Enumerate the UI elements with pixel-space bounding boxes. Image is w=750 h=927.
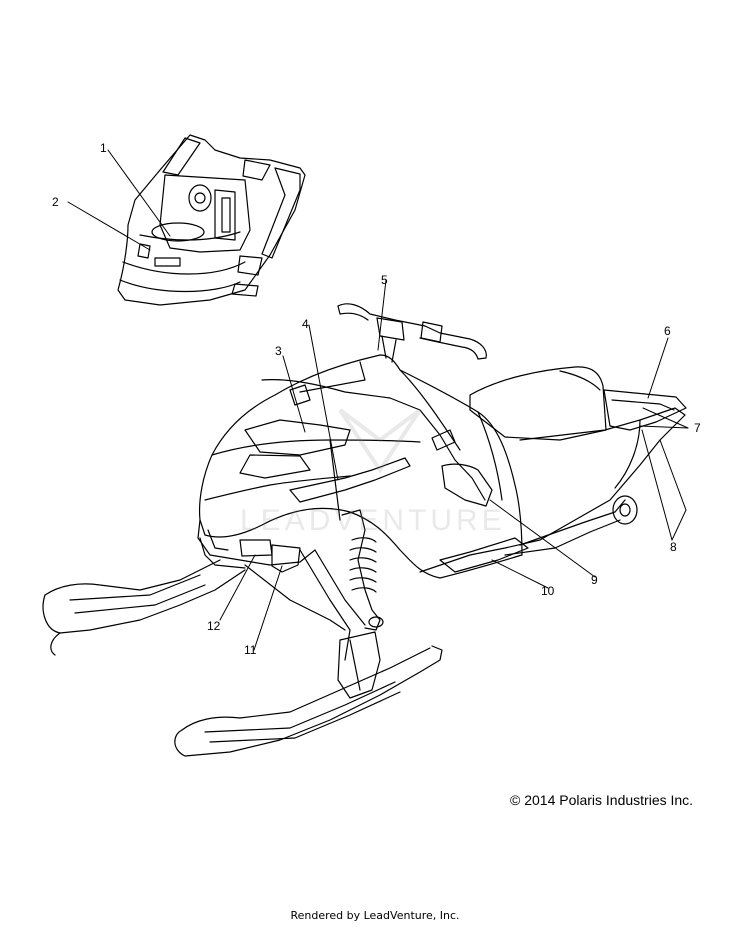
copyright-notice: © 2014 Polaris Industries Inc. [510, 792, 694, 808]
callout-6: 6 [664, 324, 671, 338]
rendered-by-footer: Rendered by LeadVenture, Inc. [290, 909, 460, 922]
callout-2: 2 [52, 195, 59, 209]
leader-lines [67, 149, 689, 651]
watermark: LEADVENTURE [240, 408, 506, 537]
callout-8: 8 [670, 540, 677, 554]
callout-labels: 1 2 3 4 5 6 7 8 9 10 11 12 [52, 141, 701, 657]
inset-hood-assembly [117, 134, 306, 306]
front-suspension [244, 509, 384, 661]
front-bumper [197, 519, 316, 573]
callout-10: 10 [541, 584, 555, 598]
callout-3: 3 [275, 344, 282, 358]
callout-11: 11 [244, 643, 257, 657]
callout-7: 7 [694, 421, 701, 435]
ski-right [174, 631, 443, 757]
callout-4: 4 [302, 317, 309, 331]
ski-left [42, 559, 246, 656]
seat [469, 366, 687, 441]
handlebar [337, 303, 487, 363]
callout-1: 1 [100, 141, 107, 155]
tunnel [419, 407, 686, 573]
main-body [198, 354, 529, 579]
callout-5: 5 [381, 273, 388, 287]
watermark-text: LEADVENTURE [240, 504, 506, 537]
callout-9: 9 [591, 573, 598, 587]
callout-12: 12 [207, 619, 221, 633]
